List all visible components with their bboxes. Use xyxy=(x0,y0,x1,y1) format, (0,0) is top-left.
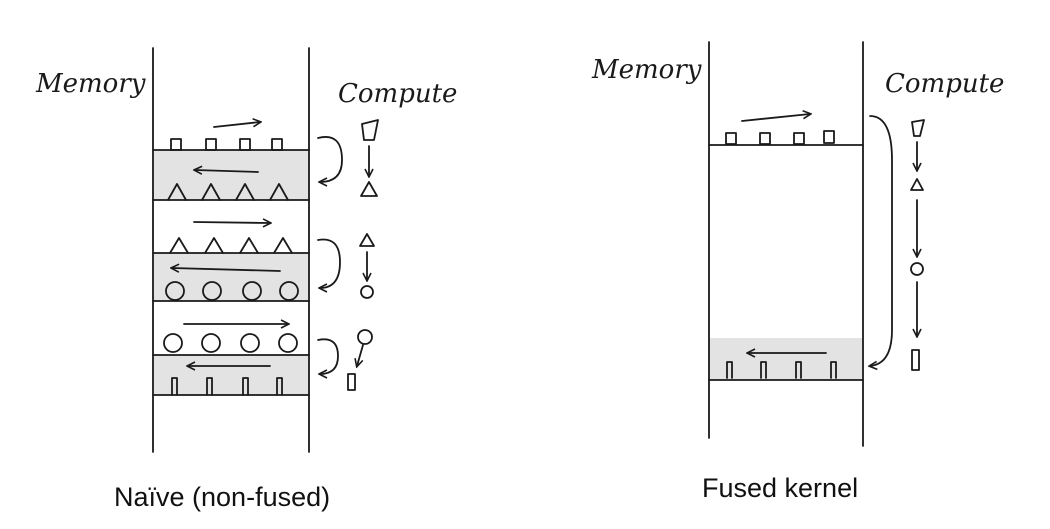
left-circles-output xyxy=(165,281,299,301)
right-read-arrow xyxy=(741,114,810,122)
right-compute-ops xyxy=(910,119,925,371)
right-transfer-curve xyxy=(870,115,893,366)
compute-circle-icon xyxy=(910,262,924,276)
right-compute-label: Compute xyxy=(885,69,1004,99)
left-compute-ops xyxy=(347,119,379,391)
left-band-1 xyxy=(153,150,309,200)
right-caption: Fused kernel xyxy=(702,473,858,503)
left-triangles-output xyxy=(167,183,289,201)
left-compute-label: Compute xyxy=(338,79,457,109)
compute-circle-icon xyxy=(360,285,374,299)
compute-square-icon xyxy=(911,119,925,137)
left-write-arrow-2 xyxy=(172,268,281,271)
left-transfer-curve-2 xyxy=(317,238,341,288)
left-band-2 xyxy=(153,253,309,301)
left-squares-input xyxy=(170,138,283,151)
compute-circle-icon-2 xyxy=(357,329,373,345)
left-read-arrow-2 xyxy=(193,222,270,223)
compute-triangle-icon xyxy=(360,181,378,197)
compute-bar-icon xyxy=(911,349,920,371)
right-squares-input xyxy=(725,130,835,145)
right-memory-label: Memory xyxy=(591,55,702,85)
right-bars-output xyxy=(726,361,837,379)
left-transfer-curve-1 xyxy=(317,136,343,182)
compute-triangle-icon xyxy=(910,178,924,191)
right-band-lines xyxy=(708,144,864,381)
left-write-arrow-1 xyxy=(195,170,259,172)
left-bars-output xyxy=(171,377,283,396)
left-band-3 xyxy=(153,355,309,395)
compute-square-icon xyxy=(361,119,379,141)
left-transfer-curve-3 xyxy=(317,338,339,374)
compute-bar-icon xyxy=(347,373,356,391)
fused-diagram: Memory Compute xyxy=(591,41,1004,503)
left-read-arrow-1 xyxy=(213,122,260,128)
left-memory-label: Memory xyxy=(35,69,146,99)
compute-triangle-icon-2 xyxy=(359,233,375,247)
left-triangles-input xyxy=(169,237,293,254)
left-caption: Naïve (non-fused) xyxy=(114,482,330,512)
right-band xyxy=(709,338,863,380)
naive-diagram: Memory Compute xyxy=(35,47,457,512)
left-circles-input xyxy=(163,333,298,353)
